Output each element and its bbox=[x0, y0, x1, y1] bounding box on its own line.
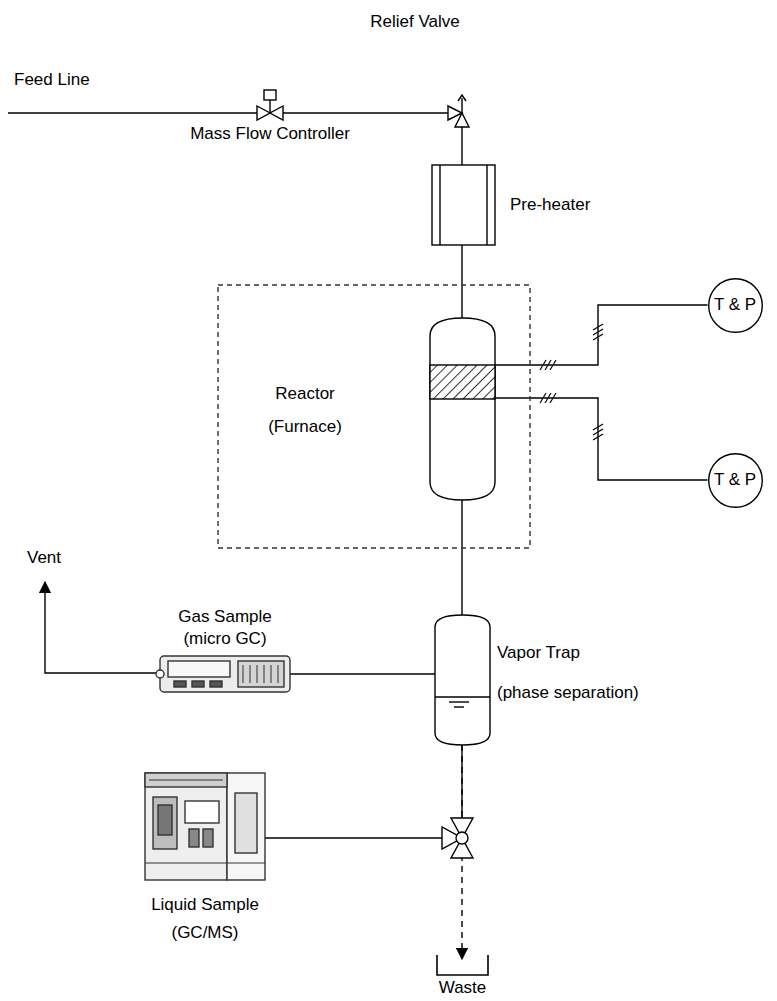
pipe-connector bbox=[265, 745, 462, 838]
pipe-connector bbox=[461, 127, 462, 165]
catalyst-bed bbox=[430, 365, 495, 399]
flow-controller-valve-outline bbox=[257, 90, 283, 120]
instrument-circle: T & P bbox=[708, 453, 763, 508]
thermocouple-line bbox=[495, 397, 530, 398]
node-text: Waste bbox=[422, 978, 503, 997]
relief-valve-outline bbox=[448, 95, 476, 127]
vent-label: Vent bbox=[27, 548, 61, 568]
furnace-zone: Reactor (Furnace) bbox=[218, 285, 530, 548]
vapor-trap-outline bbox=[435, 615, 490, 745]
pipe-connector bbox=[530, 305, 708, 365]
node-text: Vapor Trap (phase separation) bbox=[497, 633, 667, 713]
node-text: T & P bbox=[708, 470, 763, 490]
vent-line bbox=[45, 582, 160, 673]
pipe-connector bbox=[461, 245, 462, 285]
inlet-pipe bbox=[461, 285, 462, 318]
thermocouple-line bbox=[495, 364, 530, 365]
node-text: Gas Sample (micro GC) bbox=[155, 606, 295, 650]
outlet-pipe bbox=[461, 500, 462, 548]
pipe-connector bbox=[290, 673, 435, 674]
signal-marks bbox=[540, 324, 603, 440]
instrument-circle: T & P bbox=[708, 278, 763, 333]
liquid-analyzer: Liquid Sample (GC/MS) bbox=[145, 773, 265, 880]
pre-heater: Pre-heater bbox=[432, 165, 495, 245]
vapor-trap: Vapor Trap (phase separation) bbox=[435, 615, 490, 745]
liquid-analyzer-outline bbox=[145, 773, 265, 880]
pipe-connector bbox=[283, 112, 448, 113]
node-text: Pre-heater bbox=[510, 195, 620, 215]
waste-container: Waste bbox=[437, 955, 488, 975]
flow-controller-valve: Mass Flow Controller bbox=[257, 90, 283, 120]
pipe-connector bbox=[530, 398, 708, 480]
relief-valve: Relief Valve bbox=[448, 95, 476, 127]
node-text: Liquid Sample (GC/MS) bbox=[125, 891, 285, 947]
three-way-valve bbox=[442, 818, 473, 858]
node-text: T & P bbox=[708, 295, 763, 315]
reactor-vessel bbox=[430, 318, 495, 500]
gas-analyzer-outline bbox=[160, 656, 290, 692]
node-text: Relief Valve bbox=[355, 12, 475, 32]
waste-container-outline bbox=[437, 955, 488, 975]
line-label: Feed Line bbox=[14, 70, 90, 90]
furnace-zone-outline bbox=[218, 285, 530, 548]
gas-analyzer: Gas Sample (micro GC) bbox=[160, 656, 290, 692]
pipe-connector bbox=[461, 548, 462, 615]
node-text: Mass Flow Controller bbox=[160, 124, 380, 144]
feed-line bbox=[8, 112, 257, 113]
pre-heater-outline bbox=[432, 165, 495, 245]
node-text: Reactor (Furnace) bbox=[240, 377, 370, 443]
